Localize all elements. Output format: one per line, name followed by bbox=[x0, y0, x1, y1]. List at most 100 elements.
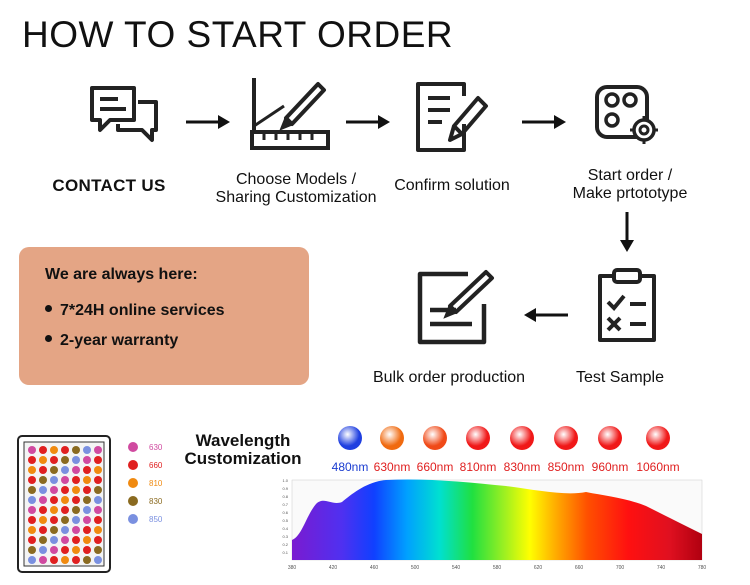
wavelength-label: 810nm bbox=[459, 460, 497, 474]
led-dot bbox=[39, 506, 47, 514]
wavelength-label: 630nm bbox=[373, 460, 411, 474]
legend-color-dot bbox=[128, 460, 138, 470]
led-dot bbox=[39, 466, 47, 474]
led-dot bbox=[83, 556, 91, 564]
led-dot bbox=[94, 526, 102, 534]
page-title: HOW TO START ORDER bbox=[22, 14, 454, 55]
led-dot bbox=[94, 476, 102, 484]
arrow-right-icon bbox=[346, 114, 392, 135]
led-dot bbox=[61, 536, 69, 544]
led-dot bbox=[83, 496, 91, 504]
led-dot bbox=[28, 466, 36, 474]
step-test-sample-label: Test Sample bbox=[575, 369, 665, 386]
led-dot bbox=[50, 456, 58, 464]
document-edit-icon bbox=[414, 80, 490, 156]
led-dot bbox=[39, 526, 47, 534]
chat-icon bbox=[88, 84, 160, 152]
arrow-left-icon bbox=[522, 307, 568, 328]
step-contact-us-label: CONTACT US bbox=[52, 176, 166, 195]
led-dot bbox=[50, 446, 58, 454]
wavelength-color-dot bbox=[466, 426, 490, 450]
legend-label: 810 bbox=[149, 479, 163, 488]
led-dot bbox=[94, 466, 102, 474]
y-tick-label: 0.1 bbox=[282, 550, 288, 555]
support-info-title: We are always here: bbox=[45, 266, 198, 283]
led-dot bbox=[94, 506, 102, 514]
led-dot bbox=[39, 536, 47, 544]
led-dot bbox=[72, 466, 80, 474]
y-tick-label: 0.3 bbox=[282, 534, 288, 539]
led-dot bbox=[72, 496, 80, 504]
led-dot bbox=[72, 536, 80, 544]
arrow-right-icon bbox=[186, 114, 232, 135]
led-dot bbox=[94, 486, 102, 494]
legend-color-dot bbox=[128, 496, 138, 506]
led-dot bbox=[94, 516, 102, 524]
led-dot bbox=[72, 486, 80, 494]
wavelength-color-dot bbox=[554, 426, 578, 450]
led-dot bbox=[94, 456, 102, 464]
settings-circles-icon bbox=[594, 84, 660, 146]
step-choose-models-label: Choose Models / Sharing Customization bbox=[215, 171, 377, 206]
legend-color-dot bbox=[128, 442, 138, 452]
legend-label: 830 bbox=[149, 497, 163, 506]
wavelength-label: 830nm bbox=[503, 460, 541, 474]
wavelength-color-dot bbox=[510, 426, 534, 450]
led-dot bbox=[39, 486, 47, 494]
y-tick-label: 0.2 bbox=[282, 542, 288, 547]
led-dot bbox=[50, 466, 58, 474]
led-dot bbox=[50, 536, 58, 544]
x-tick-label: 580 bbox=[493, 565, 502, 571]
wavelength-color-dot bbox=[338, 426, 362, 450]
led-dot bbox=[94, 556, 102, 564]
x-tick-label: 540 bbox=[452, 565, 461, 571]
led-dot bbox=[39, 446, 47, 454]
wavelength-label: 850nm bbox=[547, 460, 585, 474]
led-dot bbox=[50, 496, 58, 504]
led-dot bbox=[83, 486, 91, 494]
step-confirm-solution-label: Confirm solution bbox=[394, 177, 510, 194]
led-panel-image bbox=[16, 434, 112, 574]
led-dot bbox=[61, 476, 69, 484]
y-tick-label: 0.8 bbox=[282, 494, 288, 499]
led-dot bbox=[83, 506, 91, 514]
led-dot bbox=[94, 446, 102, 454]
led-dot bbox=[28, 456, 36, 464]
led-dot bbox=[83, 536, 91, 544]
led-dot bbox=[72, 526, 80, 534]
support-info-item: 2-year warranty bbox=[45, 332, 178, 350]
led-dot bbox=[28, 536, 36, 544]
led-dot bbox=[28, 506, 36, 514]
led-dot bbox=[61, 446, 69, 454]
y-tick-label: 0.5 bbox=[282, 518, 288, 523]
led-dot bbox=[83, 456, 91, 464]
arrow-down-icon bbox=[619, 212, 635, 259]
y-tick-label: 0.7 bbox=[282, 502, 288, 507]
led-dot bbox=[61, 496, 69, 504]
led-dot bbox=[39, 556, 47, 564]
x-tick-label: 460 bbox=[370, 565, 379, 571]
y-tick-label: 0.4 bbox=[282, 526, 288, 531]
x-tick-label: 420 bbox=[329, 565, 338, 571]
led-dot bbox=[61, 556, 69, 564]
support-info-box: We are always here: 7*24H online service… bbox=[19, 247, 309, 385]
arrow-right-icon bbox=[522, 114, 568, 135]
led-dot bbox=[72, 546, 80, 554]
wavelength-title: Wavelength Customization bbox=[184, 431, 302, 468]
led-dot bbox=[61, 486, 69, 494]
x-tick-label: 620 bbox=[534, 565, 543, 571]
led-dot bbox=[61, 506, 69, 514]
led-dot bbox=[61, 546, 69, 554]
led-dot bbox=[28, 446, 36, 454]
wavelength-label: 660nm bbox=[416, 460, 454, 474]
x-tick-label: 700 bbox=[616, 565, 625, 571]
x-tick-label: 380 bbox=[288, 565, 297, 571]
wavelength-label: 480nm bbox=[331, 460, 369, 474]
led-dot bbox=[83, 446, 91, 454]
x-tick-label: 740 bbox=[657, 565, 666, 571]
led-dot bbox=[72, 456, 80, 464]
y-tick-label: 0.6 bbox=[282, 510, 288, 515]
led-dot bbox=[28, 546, 36, 554]
led-dot bbox=[83, 476, 91, 484]
